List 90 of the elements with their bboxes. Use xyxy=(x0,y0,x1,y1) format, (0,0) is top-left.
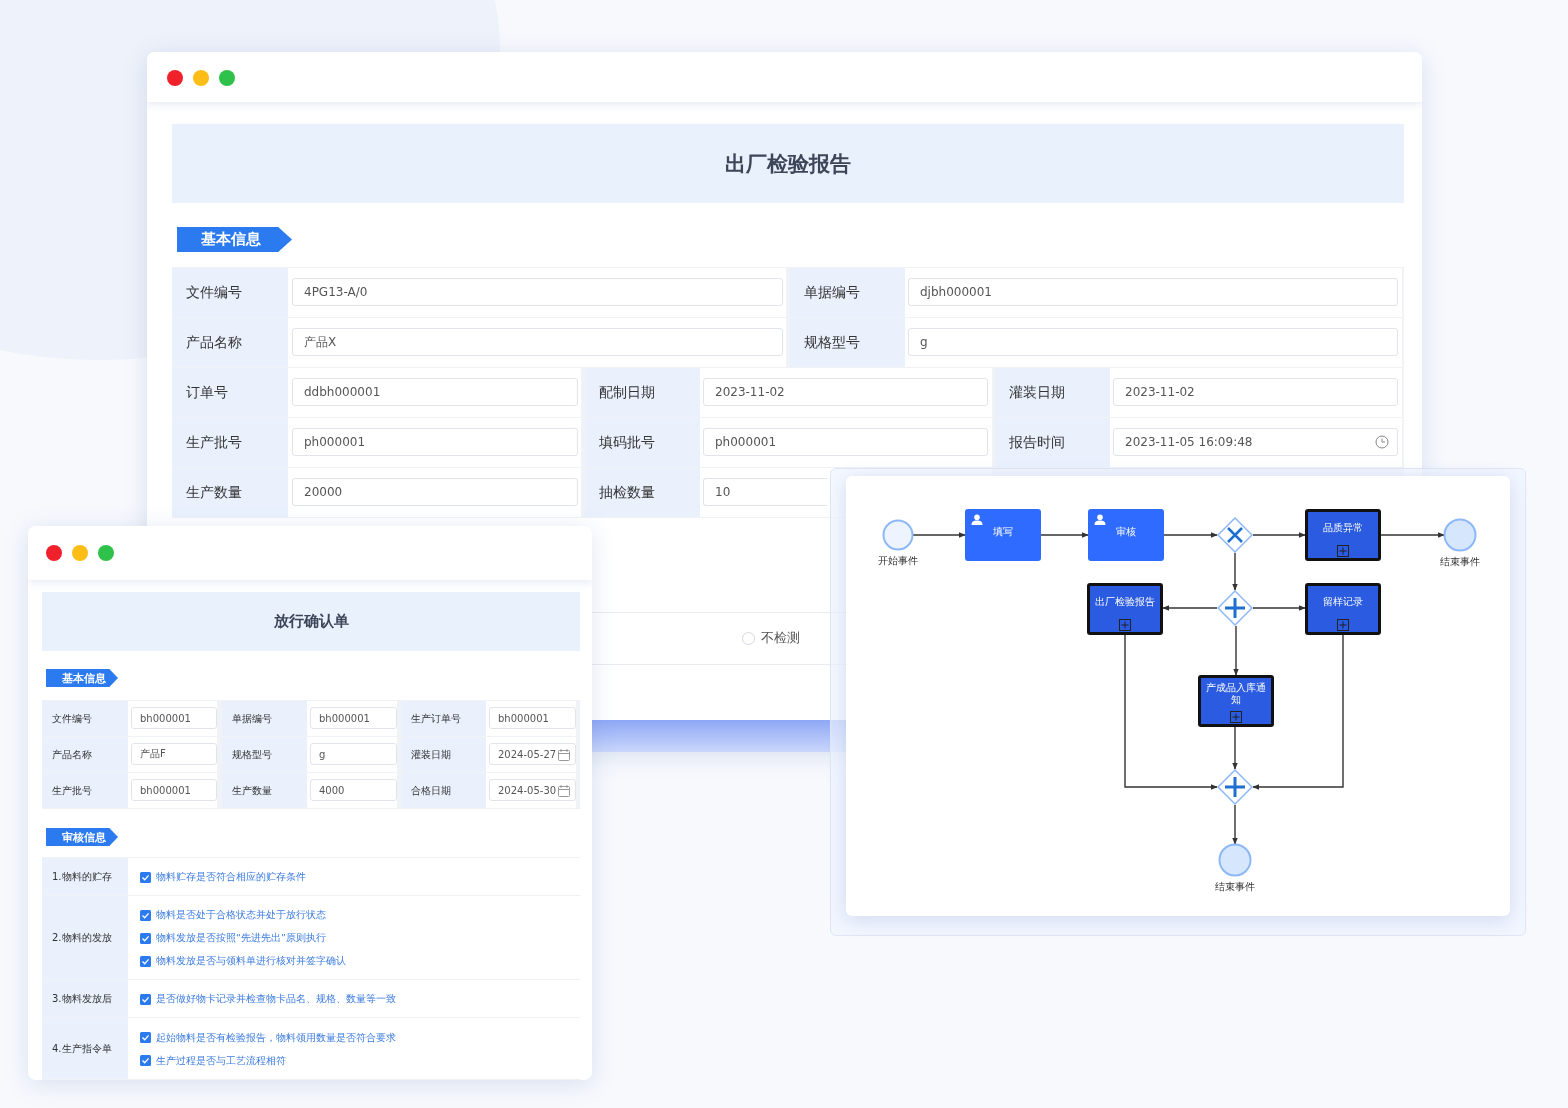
section-header: 审核信息 xyxy=(46,828,118,846)
input-field: bh000001 xyxy=(131,707,217,729)
task-label: 填写 xyxy=(992,526,1014,538)
input-field: bh000001 xyxy=(310,707,397,729)
field-label: 生产数量 xyxy=(172,468,288,517)
field-label: 文件编号 xyxy=(42,701,128,736)
checkbox-label: 生产过程是否与工艺流程相符 xyxy=(156,1053,287,1068)
input-field: 2023-11-05 16:09:48 xyxy=(1113,428,1398,456)
subprocess-box xyxy=(1305,583,1381,635)
subprocess-box xyxy=(1087,583,1163,635)
checkbox-label: 物料发放是否与领料单进行核对并签字确认 xyxy=(156,954,347,968)
field-label: 抽检数量 xyxy=(585,468,700,517)
input-field: ph000001 xyxy=(292,428,578,456)
task-label: 出厂检验报告 xyxy=(1094,596,1156,608)
field-label: 生产批号 xyxy=(172,418,288,467)
row-label: 3.物料发放后 xyxy=(42,980,128,1017)
section-header: 基本信息 xyxy=(46,669,118,687)
event-label: 开始事件 xyxy=(877,554,919,568)
arrow xyxy=(1163,532,1218,538)
field-label: 规格型号 xyxy=(790,318,905,367)
row-label: 2.物料的发放 xyxy=(42,896,128,979)
checkbox-label: 物料发放是否按照“先进先出”原则执行 xyxy=(156,931,327,945)
row-label: 4.生产指令单 xyxy=(42,1018,128,1079)
input-field: 产品F xyxy=(131,743,217,765)
field-label: 规格型号 xyxy=(222,737,307,772)
arrow xyxy=(1252,532,1306,538)
gateway-diamond xyxy=(1217,769,1253,805)
task-label: 产成品入库通知 xyxy=(1205,682,1267,706)
arrow xyxy=(1040,532,1089,538)
arrow xyxy=(1232,804,1238,845)
task-box xyxy=(1088,509,1164,561)
subprocess-box xyxy=(1198,675,1274,727)
form-title: 出厂检验报告 xyxy=(172,124,1404,203)
field-label: 灌装日期 xyxy=(995,368,1110,417)
arrow xyxy=(1380,532,1445,538)
gateway-diamond xyxy=(1217,517,1253,553)
input-field: bh000001 xyxy=(489,707,576,729)
field-label: 单据编号 xyxy=(790,268,905,317)
checkbox-label: 是否做好物卡记录并检查物卡品名、规格、数量等一致 xyxy=(156,992,397,1006)
input-field: 20000 xyxy=(292,478,578,506)
checkbox-label: 物料是否处于合格状态并处于放行状态 xyxy=(156,908,327,922)
arrow xyxy=(1232,552,1238,591)
input-field: djbh000001 xyxy=(908,278,1398,306)
input-field: 2023-11-02 xyxy=(1113,378,1398,406)
arrow xyxy=(1252,634,1344,790)
section-header: 基本信息 xyxy=(177,227,292,252)
field-label: 配制日期 xyxy=(585,368,700,417)
event-label: 结束事件 xyxy=(1439,555,1481,569)
gateway-diamond xyxy=(1217,590,1253,626)
field-label: 报告时间 xyxy=(995,418,1110,467)
arrow xyxy=(1232,726,1238,770)
field-label: 生产数量 xyxy=(222,773,307,808)
input-field: g xyxy=(310,743,397,765)
field-label: 灌装日期 xyxy=(401,737,486,772)
field-label: 文件编号 xyxy=(172,268,288,317)
input-field: 10 xyxy=(703,478,827,506)
checkbox-label: 物料贮存是否符合相应的贮存条件 xyxy=(156,870,307,884)
input-field: ddbh000001 xyxy=(292,378,578,406)
input-field: 4000 xyxy=(310,779,397,801)
subprocess-box xyxy=(1305,509,1381,561)
input-field: 2023-11-02 xyxy=(703,378,988,406)
arrow xyxy=(1162,605,1218,611)
task-label: 审核 xyxy=(1115,526,1137,538)
field-label: 填码批号 xyxy=(585,418,700,467)
field-label: 订单号 xyxy=(172,368,288,417)
field-label: 产品名称 xyxy=(172,318,288,367)
row-label: 1.物料的贮存 xyxy=(42,858,128,895)
checkbox-label: 起始物料是否有检验报告，物料领用数量是否符合要求 xyxy=(156,1030,397,1045)
input-field: 2024-05-30 xyxy=(489,779,576,801)
field-label: 单据编号 xyxy=(222,701,307,736)
arrow xyxy=(1124,634,1218,790)
input-field: 2024-05-27 xyxy=(489,743,576,765)
radio-label: 不检测 xyxy=(761,629,801,647)
field-label: 产品名称 xyxy=(42,737,128,772)
input-field: 产品X xyxy=(292,328,783,356)
field-label: 合格日期 xyxy=(401,773,486,808)
task-label: 留样记录 xyxy=(1322,596,1364,608)
task-box xyxy=(965,509,1041,561)
field-label: 生产批号 xyxy=(42,773,128,808)
input-field: bh000001 xyxy=(131,779,217,801)
arrow xyxy=(1233,625,1239,676)
event-label: 结束事件 xyxy=(1214,880,1256,894)
form-title: 放行确认单 xyxy=(42,592,580,651)
input-field: 4PG13-A/0 xyxy=(292,278,783,306)
arrow xyxy=(1252,605,1306,611)
input-field: g xyxy=(908,328,1398,356)
arrow xyxy=(912,532,966,538)
field-label: 生产订单号 xyxy=(401,701,486,736)
input-field: ph000001 xyxy=(703,428,988,456)
task-label: 品质异常 xyxy=(1322,522,1364,534)
